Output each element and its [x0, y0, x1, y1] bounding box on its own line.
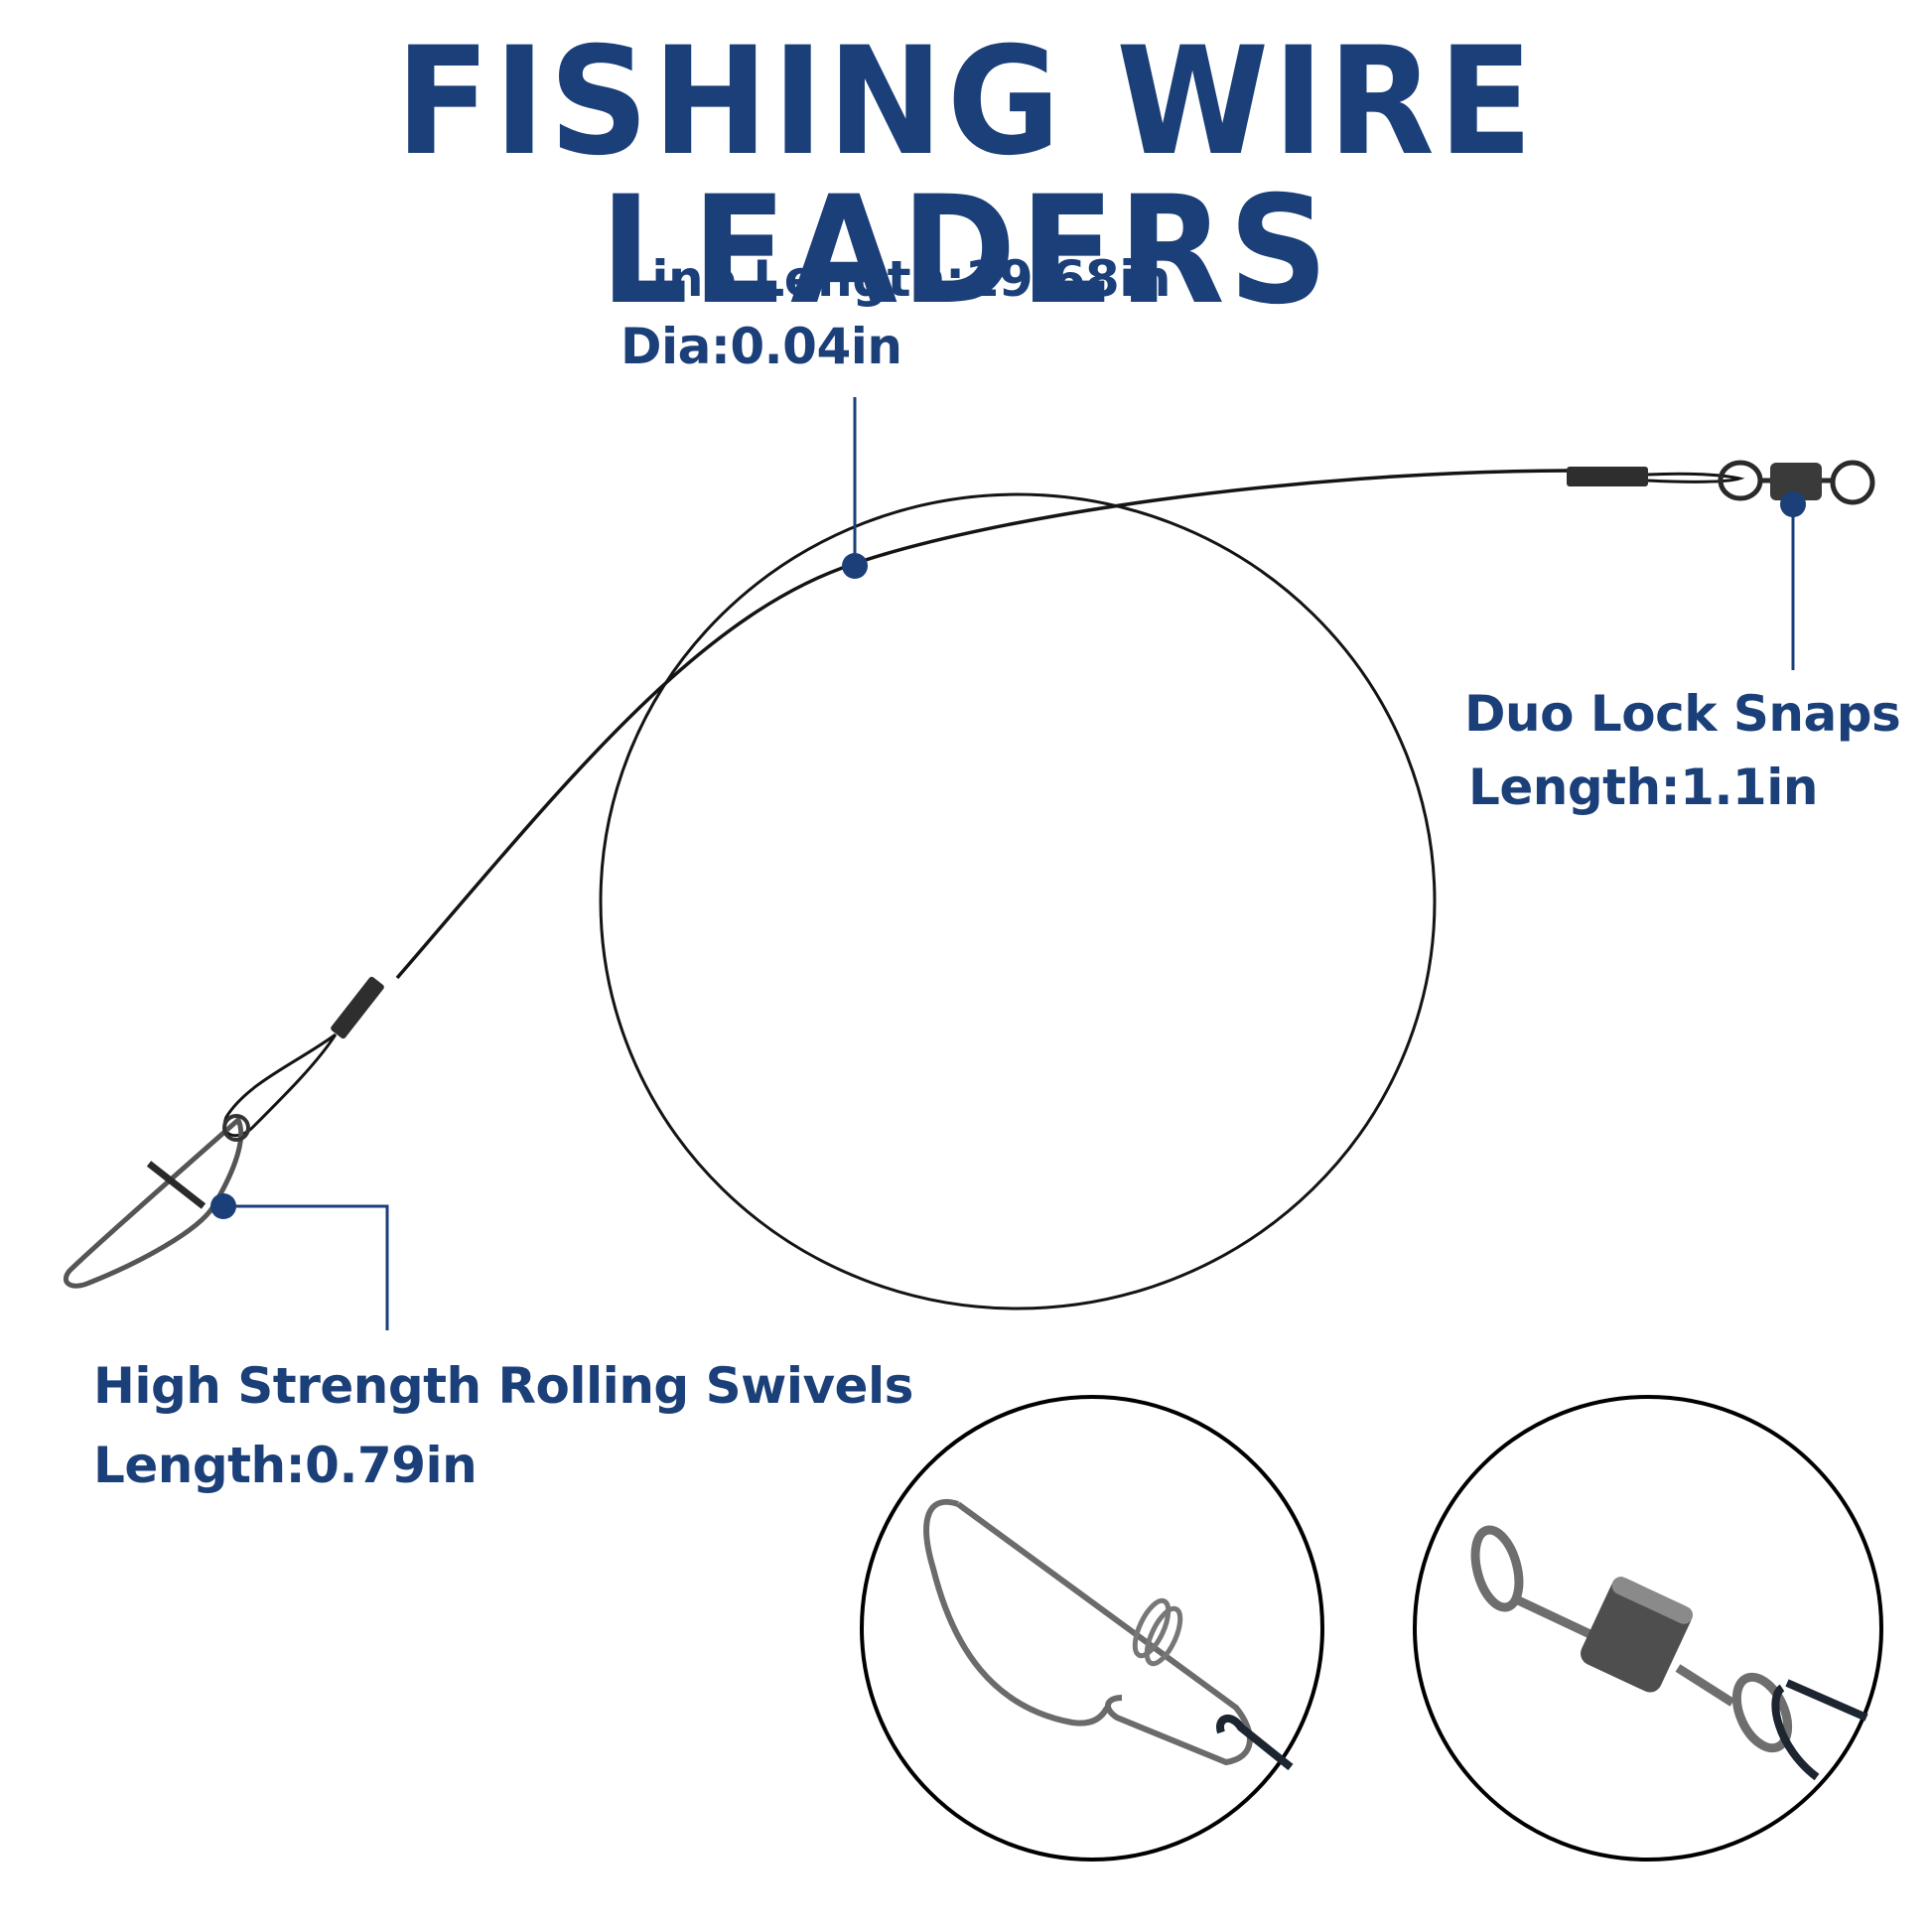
detail-view-swivel [1413, 1395, 1883, 1862]
duo-lock-snap-icon [63, 1114, 250, 1289]
snaps-callout-dot [1780, 491, 1806, 517]
page-title: FISHING WIRE LEADERS [395, 16, 1537, 338]
right-wire-eye [1647, 472, 1745, 483]
swivels-callout-leader [223, 1204, 389, 1330]
swivels-callout: High Strength Rolling Swivels Length:0.7… [93, 1352, 913, 1499]
detail-view-snap [860, 1395, 1324, 1862]
line-length-label: Line Length:19.68in [621, 250, 1171, 308]
left-wire-eye [222, 1033, 338, 1138]
line-diameter-label: Dia:0.04in [621, 318, 902, 375]
snaps-length-label: Length:1.1in [1468, 759, 1818, 816]
swivels-length-label: Length:0.79in [93, 1437, 478, 1494]
swivels-callout-dot [210, 1193, 236, 1219]
left-crimp-sleeve [331, 976, 384, 1039]
wire-loop [599, 492, 1437, 1311]
right-crimp-sleeve [1567, 467, 1648, 486]
snaps-name-label: Duo Lock Snaps [1464, 685, 1901, 743]
line-callout-dot [842, 553, 868, 579]
line-length-callout: Line Length:19.68in Dia:0.04in [621, 245, 1171, 380]
swivels-name-label: High Strength Rolling Swivels [93, 1357, 913, 1415]
rolling-swivel-icon [1718, 460, 1875, 505]
snaps-callout: Duo Lock Snaps Length:1.1in [1464, 680, 1901, 821]
